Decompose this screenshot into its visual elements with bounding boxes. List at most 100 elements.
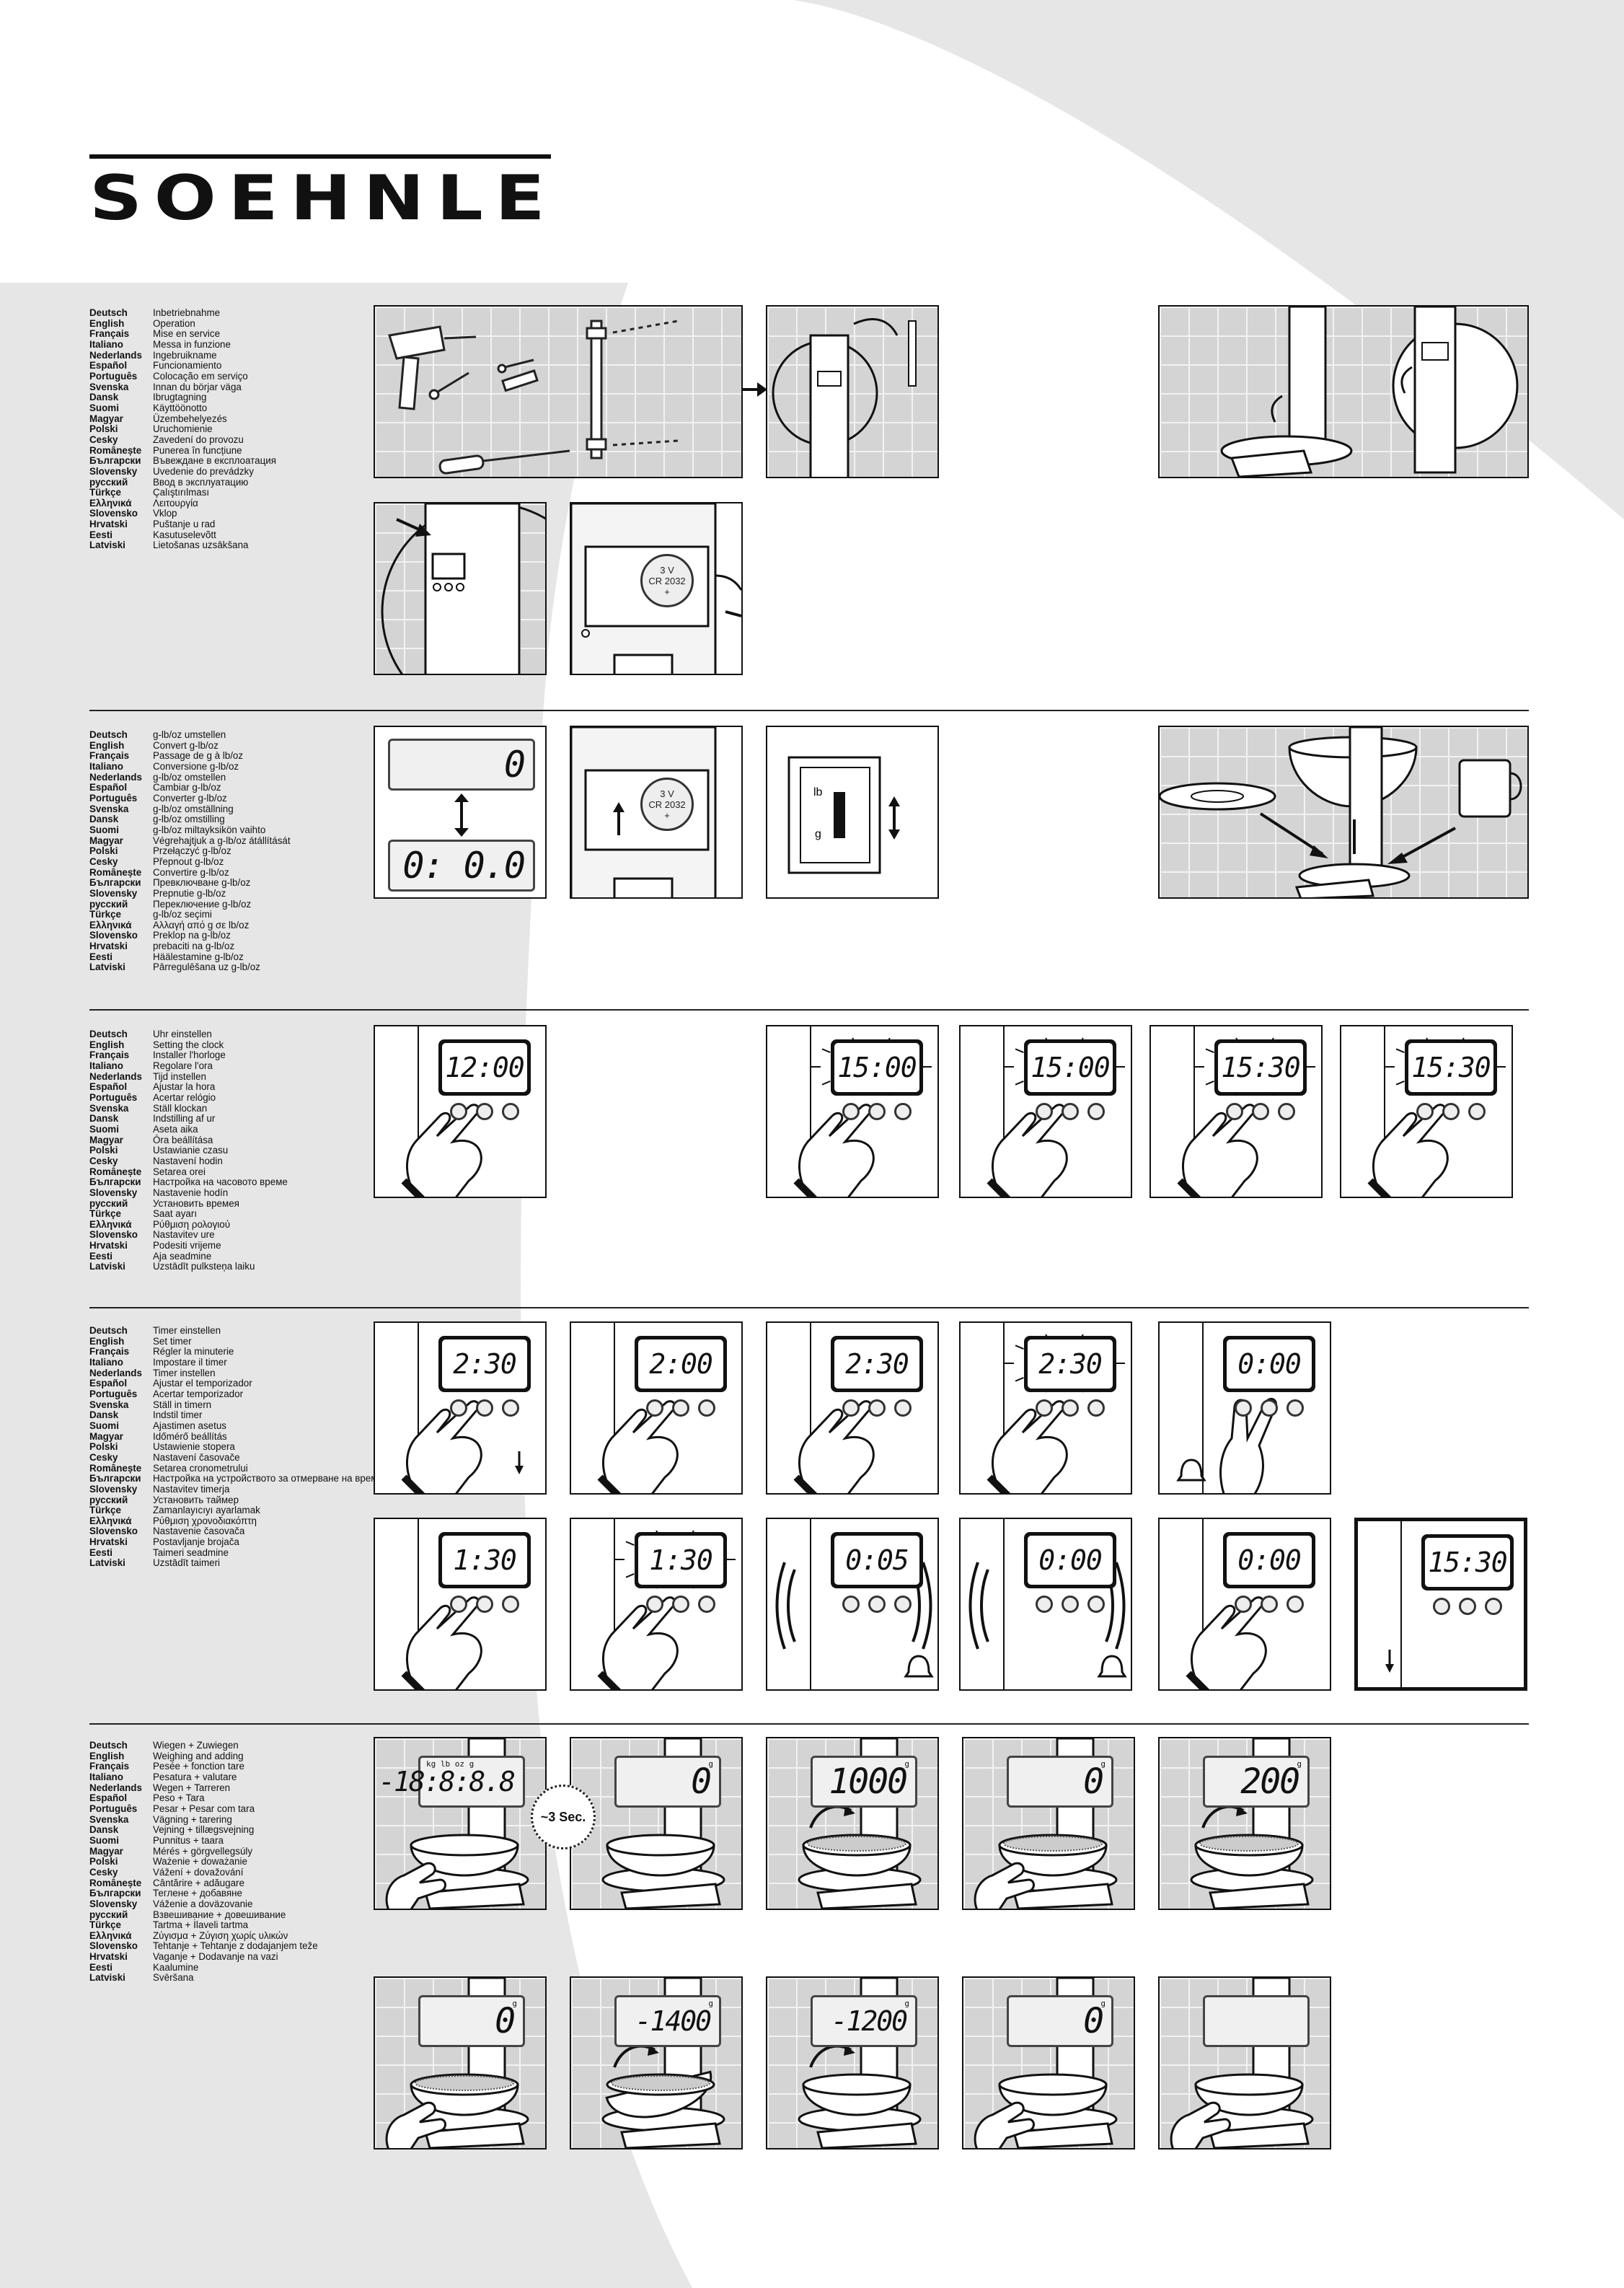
instruction-text: Nastavenie hodín xyxy=(153,1187,229,1198)
language-name: Cesky xyxy=(89,1155,118,1166)
clock-button[interactable] xyxy=(1062,1399,1079,1417)
language-name: Deutsch xyxy=(89,729,128,740)
lcd-readout: 0:00 xyxy=(1227,1339,1312,1389)
clock-button[interactable] xyxy=(672,1596,689,1613)
language-name: русский xyxy=(89,1197,128,1209)
instruction-text: Converter g-lb/oz xyxy=(153,792,227,804)
start-stop-button[interactable] xyxy=(1468,1103,1486,1120)
language-name: English xyxy=(89,739,125,751)
start-stop-button[interactable] xyxy=(1287,1596,1304,1613)
language-name: Español xyxy=(89,1792,128,1804)
start-stop-button[interactable] xyxy=(1087,1596,1105,1613)
instruction-text: Ajustar la hora xyxy=(153,1081,216,1093)
language-name: Polski xyxy=(89,423,118,435)
lcd-display: 0:00 xyxy=(1223,1336,1315,1392)
start-stop-button[interactable] xyxy=(1087,1103,1105,1120)
lcd-readout: 1:30 xyxy=(638,1536,723,1585)
instruction-text: Timer instellen xyxy=(153,1367,216,1378)
language-name: Български xyxy=(89,877,141,889)
start-stop-button[interactable] xyxy=(502,1103,519,1120)
language-name: Italiano xyxy=(89,760,123,772)
timer-button[interactable] xyxy=(646,1399,663,1417)
language-name: Português xyxy=(89,370,138,382)
clock-button[interactable] xyxy=(1261,1399,1278,1417)
start-stop-button[interactable] xyxy=(698,1399,715,1417)
lcd-display: 0:00 xyxy=(1024,1532,1116,1588)
instruction-text: Zavedení do provozu xyxy=(153,434,244,445)
instruction-text: Installer l'horloge xyxy=(153,1050,226,1061)
instruction-text: Puštanje u rad xyxy=(153,519,216,530)
instruction-text: Inbetriebnahme xyxy=(153,307,221,318)
clock-button[interactable] xyxy=(1252,1103,1269,1120)
timer-button[interactable] xyxy=(1235,1399,1252,1417)
clock-button[interactable] xyxy=(672,1399,689,1417)
start-stop-button[interactable] xyxy=(698,1596,715,1613)
clock-button[interactable] xyxy=(1062,1103,1079,1120)
clock-button[interactable] xyxy=(868,1399,886,1417)
timer-button[interactable] xyxy=(1036,1399,1053,1417)
clock-button[interactable] xyxy=(868,1103,886,1120)
timer-button[interactable] xyxy=(646,1596,663,1613)
language-name: Türkçe xyxy=(89,1208,121,1220)
start-stop-button[interactable] xyxy=(1278,1103,1295,1120)
language-name: русский xyxy=(89,1494,128,1505)
clock-button[interactable] xyxy=(1062,1596,1079,1613)
timer-step-panel: 15:00 xyxy=(959,1025,1132,1198)
language-name: Svenska xyxy=(89,381,129,392)
language-name: Suomi xyxy=(89,1834,119,1846)
timer-button[interactable] xyxy=(450,1596,467,1613)
start-stop-button[interactable] xyxy=(894,1399,912,1417)
instruction-text: Váženie a doväzovanie xyxy=(153,1898,253,1909)
start-stop-button[interactable] xyxy=(1485,1598,1502,1615)
language-name: Slovensko xyxy=(89,1526,138,1537)
clock-button[interactable] xyxy=(1459,1598,1476,1615)
instruction-text: Pārregulēšana uz g-lb/oz xyxy=(153,962,260,973)
start-stop-button[interactable] xyxy=(502,1399,519,1417)
timer-button[interactable] xyxy=(450,1399,467,1417)
clock-button[interactable] xyxy=(476,1596,493,1613)
timer-button[interactable] xyxy=(1416,1103,1434,1120)
clock-button[interactable] xyxy=(1442,1103,1460,1120)
language-name: Ελληνικά xyxy=(89,919,132,930)
start-stop-button[interactable] xyxy=(894,1103,912,1120)
timer-button[interactable] xyxy=(1433,1598,1450,1615)
start-stop-button[interactable] xyxy=(502,1596,519,1613)
timer-button[interactable] xyxy=(842,1103,860,1120)
timer-button[interactable] xyxy=(842,1596,860,1613)
timer-button[interactable] xyxy=(1235,1596,1252,1613)
timer-button[interactable] xyxy=(1036,1596,1053,1613)
timer-button[interactable] xyxy=(1036,1103,1053,1120)
clock-button[interactable] xyxy=(476,1399,493,1417)
instruction-text: Cambiar g-lb/oz xyxy=(153,782,221,793)
clock-button[interactable] xyxy=(1261,1596,1278,1613)
clock-button[interactable] xyxy=(476,1103,493,1120)
timer-button[interactable] xyxy=(842,1399,860,1417)
start-stop-button[interactable] xyxy=(1287,1399,1304,1417)
language-name: Italiano xyxy=(89,1771,123,1782)
section-divider xyxy=(89,1009,1529,1011)
timer-step-panel: 2:30 xyxy=(374,1321,547,1495)
start-stop-button[interactable] xyxy=(1087,1399,1105,1417)
lcd-display: 0:00 xyxy=(1223,1532,1315,1588)
screwdriver-icon xyxy=(438,449,570,475)
instruction-text: g-lb/oz omställning xyxy=(153,803,234,814)
timer-button[interactable] xyxy=(1226,1103,1243,1120)
timer-button[interactable] xyxy=(450,1103,467,1120)
start-stop-button[interactable] xyxy=(894,1596,912,1613)
clock-button[interactable] xyxy=(868,1596,886,1613)
